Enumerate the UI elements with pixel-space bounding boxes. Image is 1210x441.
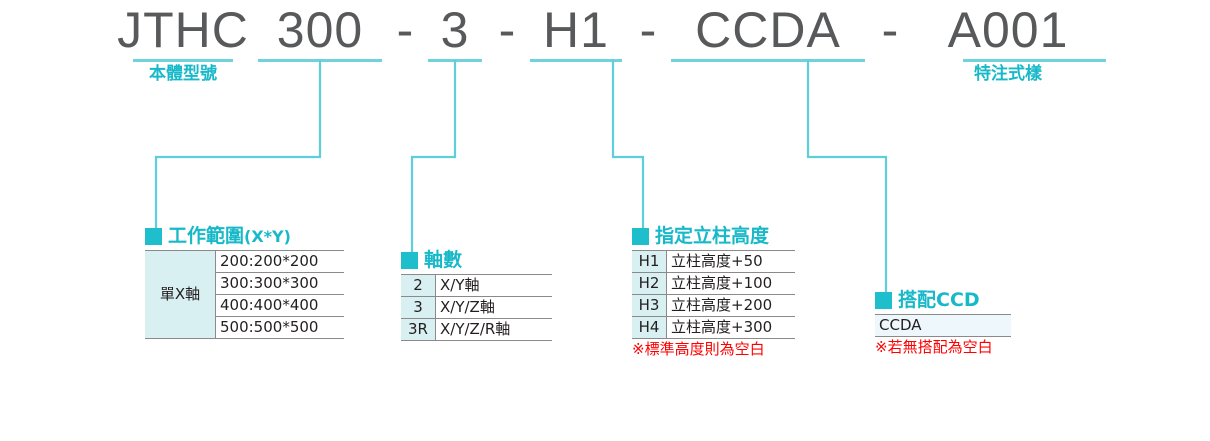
table-axis-count: 2 X/Y軸 3 X/Y/Z軸 3R X/Y/Z/R軸: [401, 274, 552, 341]
axis-count-key: 3R: [401, 318, 436, 341]
column-height-value: 立柱高度+300: [666, 316, 795, 339]
group-ccd-header: 搭配CCD: [875, 290, 1011, 311]
table-row: H4 立柱高度+300: [632, 316, 795, 339]
bullet-square-icon: [401, 252, 418, 269]
axis-count-value: X/Y軸: [435, 274, 552, 297]
table-ccd: CCDA: [875, 314, 1011, 337]
work-range-value: 200:200*200: [215, 250, 344, 273]
column-height-key: H2: [632, 272, 667, 295]
table-row: H2 立柱高度+100: [632, 272, 795, 295]
connector-column-height: [611, 60, 645, 228]
connector-axis-count: [410, 60, 457, 252]
model-dash-2: -: [498, 2, 516, 58]
group-ccd-title: 搭配CCD: [898, 289, 980, 311]
table-row: CCDA: [875, 314, 1011, 337]
model-number-row: JTHC 本體型號 300 - 3 - H1 - CCDA - A001 特注式…: [0, 0, 1210, 84]
group-axis-count: 軸數 2 X/Y軸 3 X/Y/Z軸 3R X/Y/Z/R軸: [401, 250, 552, 341]
group-axis-count-header: 軸數: [401, 250, 552, 271]
axis-count-key: 2: [401, 274, 436, 297]
ccd-note: ※若無搭配為空白: [875, 338, 993, 356]
work-range-value: 400:400*400: [215, 294, 344, 317]
model-segment-ccd: CCDA: [695, 2, 841, 58]
model-caption-special-spec: 特注式樣: [974, 64, 1042, 84]
work-range-merged-label: 單X軸: [145, 250, 216, 339]
model-segment-special-spec: A001: [947, 2, 1069, 58]
model-caption-body-type: 本體型號: [149, 64, 217, 84]
column-height-key: H4: [632, 316, 667, 339]
table-row: H3 立柱高度+200: [632, 294, 795, 317]
model-underline-axis-count: [428, 59, 482, 62]
group-work-range-header: 工作範圍(X*Y): [145, 226, 344, 247]
model-underline-ccd: [671, 59, 865, 62]
table-row: 400:400*400: [145, 294, 344, 317]
column-height-value: 立柱高度+100: [666, 272, 795, 295]
table-row: 2 X/Y軸: [401, 274, 552, 297]
model-dash-3: -: [639, 2, 657, 58]
column-height-note: ※標準高度則為空白: [632, 340, 765, 358]
table-row: 3 X/Y/Z軸: [401, 296, 552, 319]
model-dash-4: -: [881, 2, 899, 58]
ccd-value: CCDA: [875, 314, 1011, 337]
axis-count-value: X/Y/Z軸: [435, 296, 552, 319]
model-underline-special-spec: [963, 59, 1106, 62]
group-work-range-title: 工作範圍(X*Y): [168, 226, 291, 247]
model-segment-body-type: JTHC: [117, 2, 249, 58]
model-underline-work-range: [258, 59, 382, 62]
model-segment-axis-count: 3: [440, 2, 470, 58]
column-height-key: H3: [632, 294, 667, 317]
group-work-range-title-sub: (X*Y): [244, 227, 291, 246]
table-work-range: 單X軸 200:200*200 300:300*300 400:400*400 …: [145, 250, 344, 339]
group-work-range-title-main: 工作範圍: [168, 225, 245, 247]
axis-count-value: X/Y/Z/R軸: [435, 318, 552, 341]
model-segment-work-range: 300: [276, 2, 364, 58]
group-ccd: 搭配CCD CCDA ※若無搭配為空白: [875, 290, 1011, 356]
bullet-square-icon: [632, 228, 649, 245]
model-underline-column-height: [530, 59, 622, 62]
group-column-height: 指定立柱高度 H1 立柱高度+50 H2 立柱高度+100 H3 立柱高度+20…: [632, 226, 795, 358]
bullet-square-icon: [875, 292, 892, 309]
column-height-value: 立柱高度+50: [666, 250, 795, 273]
work-range-value: 300:300*300: [215, 272, 344, 295]
column-height-key: H1: [632, 250, 667, 273]
table-row: 300:300*300: [145, 272, 344, 295]
group-axis-count-title: 軸數: [424, 249, 463, 271]
group-column-height-title: 指定立柱高度: [655, 225, 770, 247]
group-column-height-header: 指定立柱高度: [632, 226, 795, 247]
table-row: 500:500*500: [145, 316, 344, 339]
connector-ccd: [806, 60, 888, 292]
connector-work-range: [154, 60, 322, 228]
table-row: 3R X/Y/Z/R軸: [401, 318, 552, 341]
table-column-height: H1 立柱高度+50 H2 立柱高度+100 H3 立柱高度+200 H4 立柱…: [632, 250, 795, 339]
bullet-square-icon: [145, 228, 162, 245]
column-height-value: 立柱高度+200: [666, 294, 795, 317]
table-row: 單X軸 200:200*200: [145, 250, 344, 339]
table-row: H1 立柱高度+50: [632, 250, 795, 273]
group-work-range: 工作範圍(X*Y) 單X軸 200:200*200 300:300*300 40…: [145, 226, 344, 339]
work-range-value: 500:500*500: [215, 316, 344, 339]
axis-count-key: 3: [401, 296, 436, 319]
model-dash-1: -: [396, 2, 414, 58]
model-underline-body-type: [133, 59, 233, 62]
model-segment-column-height: H1: [543, 2, 609, 58]
